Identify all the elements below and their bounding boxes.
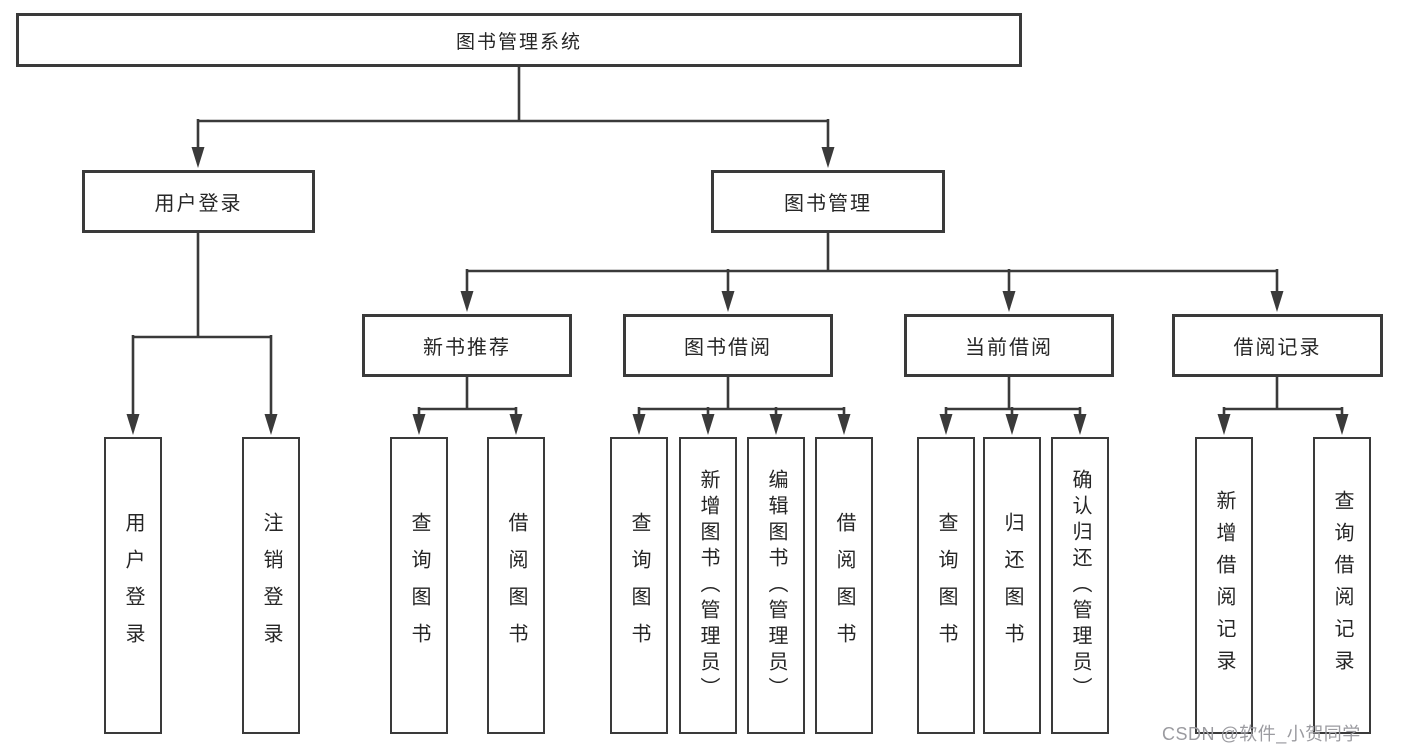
leaf-query-books-current: 查询图书 [917, 437, 975, 734]
node-new-book-recommend: 新书推荐 [362, 314, 572, 377]
node-book-borrow: 图书借阅 [623, 314, 833, 377]
node-label: 注销登录 [260, 511, 282, 660]
node-label: 编辑图书（管理员） [765, 468, 787, 703]
node-label: 新增借阅记录 [1213, 489, 1235, 682]
node-current-borrow: 当前借阅 [904, 314, 1114, 377]
leaf-add-borrow-record: 新增借阅记录 [1195, 437, 1253, 734]
node-label: 新书推荐 [423, 337, 511, 359]
node-label: 查询图书 [935, 511, 957, 660]
leaf-query-books-recommend: 查询图书 [390, 437, 448, 734]
edge-new-book-rec-to-leaves [412, 377, 523, 435]
node-label: 借阅图书 [505, 511, 527, 660]
node-label: 查询图书 [408, 511, 430, 660]
leaf-edit-book-admin: 编辑图书（管理员） [747, 437, 805, 734]
edge-book-borrow-to-leaves [632, 377, 851, 435]
leaf-query-borrow-record: 查询借阅记录 [1313, 437, 1371, 734]
node-label: 归还图书 [1001, 511, 1023, 660]
node-label: 查询借阅记录 [1331, 489, 1353, 682]
node-label: 图书管理系统 [455, 31, 582, 53]
leaf-borrow-books-recommend: 借阅图书 [487, 437, 545, 734]
node-label: 图书管理 [784, 193, 872, 215]
edge-user-login-to-leaves [126, 233, 278, 435]
leaf-user-login: 用户登录 [104, 437, 162, 734]
edge-book-management-to-level3 [460, 233, 1284, 312]
node-library-management-system: 图书管理系统 [16, 13, 1022, 67]
edge-current-borrow-to-leaves [939, 377, 1087, 435]
node-label: 当前借阅 [965, 337, 1053, 359]
csdn-watermark: CSDN @软件_小贺同学 [1162, 724, 1361, 744]
node-label: 确认归还（管理员） [1069, 468, 1091, 703]
node-label: 借阅图书 [833, 511, 855, 660]
leaf-add-book-admin: 新增图书（管理员） [679, 437, 737, 734]
edge-root-to-level2 [191, 67, 835, 168]
node-label: 借阅记录 [1233, 337, 1322, 359]
node-label: 用户登录 [122, 511, 144, 660]
node-label: 图书借阅 [684, 337, 772, 359]
node-label: 用户登录 [154, 193, 243, 215]
leaf-return-books: 归还图书 [983, 437, 1041, 734]
node-label: 查询图书 [628, 511, 650, 660]
edge-borrow-records-to-leaves [1217, 377, 1349, 435]
leaf-query-books-borrow: 查询图书 [610, 437, 668, 734]
leaf-confirm-return-admin: 确认归还（管理员） [1051, 437, 1109, 734]
node-label: 新增图书（管理员） [697, 468, 719, 703]
node-book-management: 图书管理 [711, 170, 945, 233]
node-borrow-records: 借阅记录 [1172, 314, 1383, 377]
node-user-login: 用户登录 [82, 170, 315, 233]
leaf-borrow-books: 借阅图书 [815, 437, 873, 734]
leaf-logout: 注销登录 [242, 437, 300, 734]
